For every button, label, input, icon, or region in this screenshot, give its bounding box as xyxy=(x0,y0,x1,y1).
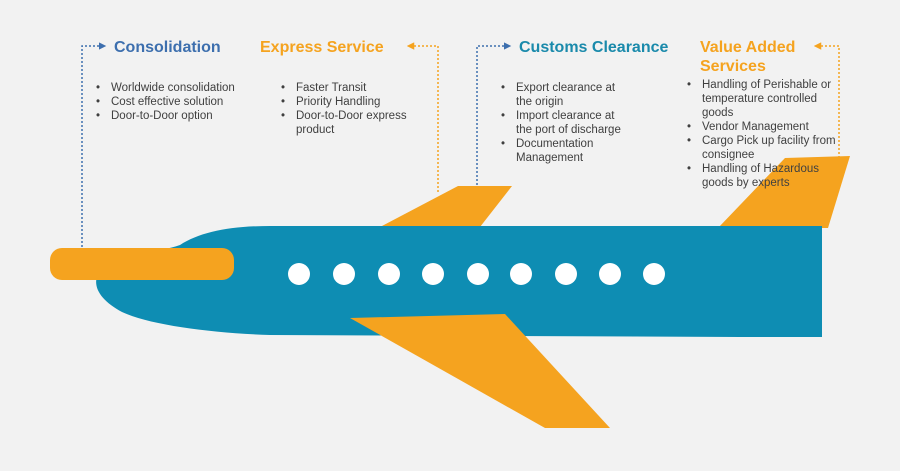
connector-express-service xyxy=(406,42,439,192)
window xyxy=(378,263,400,285)
list-item: Door-to-Door option xyxy=(96,109,246,123)
list-item: Import clearance at the port of discharg… xyxy=(501,109,631,137)
list-item: Faster Transit xyxy=(281,81,421,95)
fuselage xyxy=(96,226,822,337)
window xyxy=(643,263,665,285)
list-item: Handling of Hazardous goods by experts xyxy=(687,162,837,190)
top-wing xyxy=(380,186,512,227)
window xyxy=(555,263,577,285)
list-item: Export clearance at the origin xyxy=(501,81,631,109)
section-list-consolidation: Worldwide consolidation Cost effective s… xyxy=(96,81,246,123)
section-title-value-added-services: Value Added Services xyxy=(700,39,796,75)
window xyxy=(510,263,532,285)
list-item: Vendor Management xyxy=(687,120,837,134)
window xyxy=(467,263,489,285)
connector-value-added-services xyxy=(813,42,840,158)
list-item: Handling of Perishable or temperature co… xyxy=(687,78,837,120)
connector-customs-clearance xyxy=(476,42,512,185)
list-item: Priority Handling xyxy=(281,95,421,109)
list-item: Cost effective solution xyxy=(96,95,246,109)
window xyxy=(422,263,444,285)
window xyxy=(288,263,310,285)
list-item: Documentation Management xyxy=(501,137,631,165)
section-title-consolidation: Consolidation xyxy=(114,39,221,56)
section-list-customs-clearance: Export clearance at the origin Import cl… xyxy=(501,81,631,165)
engine-pod xyxy=(50,248,234,280)
connector-consolidation xyxy=(81,42,107,247)
list-item: Worldwide consolidation xyxy=(96,81,246,95)
section-list-express-service: Faster Transit Priority Handling Door-to… xyxy=(281,81,421,137)
bottom-wing xyxy=(350,314,610,428)
window xyxy=(333,263,355,285)
list-item: Cargo Pick up facility from consignee xyxy=(687,134,837,162)
section-title-customs-clearance: Customs Clearance xyxy=(519,39,669,56)
window xyxy=(599,263,621,285)
section-title-express-service: Express Service xyxy=(260,39,384,56)
list-item: Door-to-Door express product xyxy=(281,109,421,137)
section-list-value-added-services: Handling of Perishable or temperature co… xyxy=(687,78,837,190)
window-row xyxy=(288,263,665,285)
